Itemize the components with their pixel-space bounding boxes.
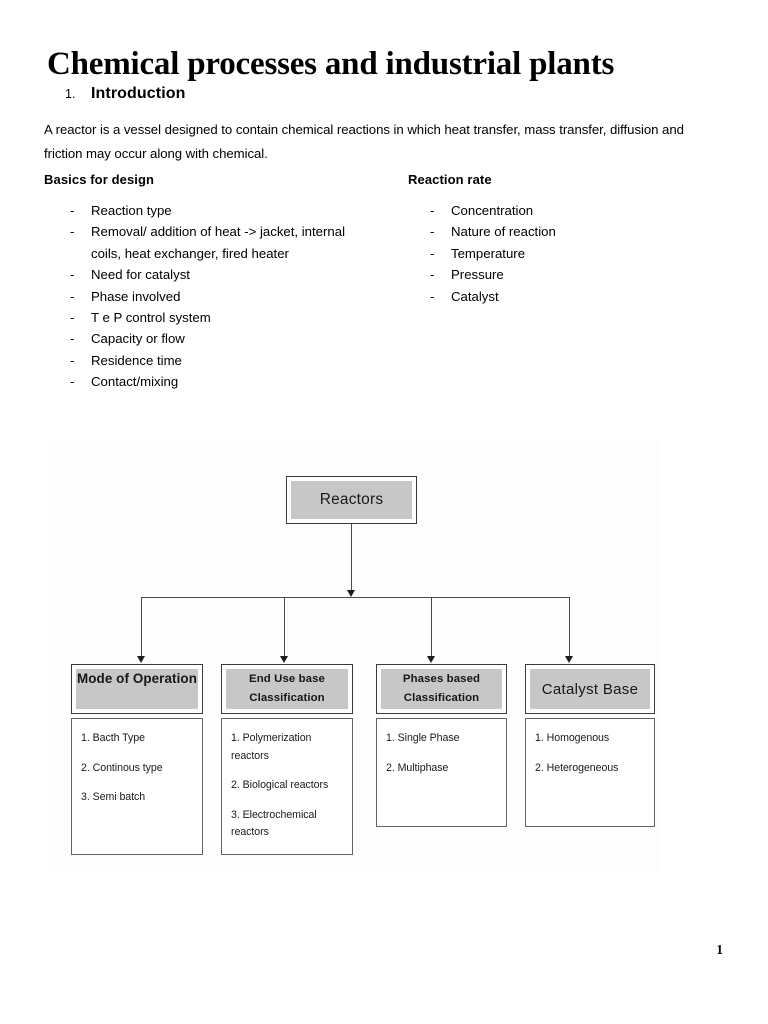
page-title: Chemical processes and industrial plants xyxy=(47,46,615,82)
diagram-node-phases-based: Phases based Classification xyxy=(376,664,507,714)
list-item: 3. Electrochemical reactors xyxy=(231,808,317,839)
list-item-label: Temperature xyxy=(451,245,526,261)
connector-drop-3 xyxy=(431,597,433,656)
list-item: 2. Multiphase xyxy=(386,761,449,774)
list-item: - Concentration xyxy=(430,200,720,221)
list-item: 2. Heterogeneous xyxy=(535,761,619,774)
diagram-list-end-use-base: 1. Polymerization reactors 2. Biological… xyxy=(221,718,353,855)
arrow-to-branch-3-icon xyxy=(427,656,435,663)
dash-bullet-icon: - xyxy=(70,374,75,390)
diagram-list-phases-based: 1. Single Phase 2. Multiphase xyxy=(376,718,507,827)
list-item-label: Contact/mixing xyxy=(91,374,179,390)
list-item-label: Residence time xyxy=(91,352,182,368)
basics-for-design-heading: Basics for design xyxy=(44,172,155,187)
diagram-node-reactors: Reactors xyxy=(286,476,417,524)
list-item-label: Phase involved xyxy=(91,288,181,304)
dash-bullet-icon: - xyxy=(70,267,75,283)
list-item: -Capacity or flow xyxy=(70,328,360,349)
diagram-node-mode-of-operation: Mode of Operation xyxy=(71,664,203,714)
section-number: 1. xyxy=(65,87,76,101)
list-item-label: Pressure xyxy=(451,267,504,283)
dash-bullet-icon: - xyxy=(430,288,435,304)
dash-bullet-icon: - xyxy=(70,288,75,304)
list-item: -Temperature xyxy=(430,243,720,264)
list-item-label: Need for catalyst xyxy=(91,267,190,283)
diagram-node-end-use-base-fill: End Use base Classification xyxy=(226,669,348,709)
list-item: 1. Homogenous xyxy=(535,732,610,744)
list-item-label: Reaction type xyxy=(91,203,172,218)
connector-root-stem xyxy=(351,524,353,590)
dash-bullet-icon: - xyxy=(430,203,435,218)
reaction-rate-heading: Reaction rate xyxy=(408,172,492,187)
list-item: -Need for catalyst xyxy=(70,264,360,285)
list-item-label: Capacity or flow xyxy=(91,331,185,347)
arrow-to-branch-1-icon xyxy=(137,656,145,663)
arrow-to-branch-2-icon xyxy=(280,656,288,663)
dash-bullet-icon: - xyxy=(70,224,75,240)
connector-bus xyxy=(141,597,570,599)
list-item: 1. Single Phase xyxy=(386,732,460,744)
intro-paragraph: A reactor is a vessel designed to contai… xyxy=(44,122,684,161)
list-item: 1. Bacth Type xyxy=(81,732,145,744)
list-item: 2. Continous type xyxy=(81,761,163,774)
list-item-label: Concentration xyxy=(451,203,534,218)
section-title: Introduction xyxy=(91,85,186,102)
diagram-node-catalyst-base-fill: Catalyst Base xyxy=(530,669,650,709)
diagram-node-reactors-fill: Reactors xyxy=(291,481,412,519)
diagram-node-end-use-base: End Use base Classification xyxy=(221,664,353,714)
diagram-list-mode-of-operation: 1. Bacth Type 2. Continous type 3. Semi … xyxy=(71,718,203,855)
list-item: -Removal/ addition of heat -> jacket, in… xyxy=(70,221,360,264)
list-item: -Nature of reaction xyxy=(430,221,720,242)
diagram-node-end-use-base-label-line1: End Use base xyxy=(249,673,325,685)
diagram-node-phases-based-fill: Phases based Classification xyxy=(381,669,502,709)
list-item: -Contact/mixing xyxy=(70,371,360,392)
page-number: 1 xyxy=(716,942,723,957)
connector-drop-4 xyxy=(569,597,571,656)
diagram-node-catalyst-base-label: Catalyst Base xyxy=(541,680,639,698)
reactor-classification-diagram: Reactors Mode of Operation 1. Bacth Type… xyxy=(47,440,660,873)
arrow-root-to-bus-icon xyxy=(347,590,355,597)
basics-for-design-list: -Reaction type -Removal/ addition of hea… xyxy=(70,200,360,393)
diagram-node-phases-based-label-line1: Phases based xyxy=(402,673,481,685)
list-item: 2. Biological reactors xyxy=(231,779,329,791)
dash-bullet-icon: - xyxy=(70,331,75,347)
list-item: - Reaction type xyxy=(70,200,360,221)
dash-bullet-icon: - xyxy=(70,310,75,326)
list-item-label: T e P control system xyxy=(91,310,211,326)
list-item: 1. Polymerization reactors xyxy=(231,732,312,762)
diagram-node-mode-of-operation-fill: Mode of Operation xyxy=(76,669,198,709)
connector-drop-1 xyxy=(141,597,143,656)
list-item-label: Catalyst xyxy=(451,288,499,304)
dash-bullet-icon: - xyxy=(70,352,75,368)
list-item: -T e P control system xyxy=(70,307,360,328)
diagram-node-phases-based-label-line2: Classification xyxy=(403,692,480,704)
dash-bullet-icon: - xyxy=(430,245,435,261)
diagram-list-catalyst-base: 1. Homogenous 2. Heterogeneous xyxy=(525,718,655,827)
dash-bullet-icon: - xyxy=(430,267,435,283)
diagram-node-mode-of-operation-label: Mode of Operation xyxy=(77,671,197,686)
list-item: 3. Semi batch xyxy=(81,791,146,803)
list-item-label: Removal/ addition of heat -> jacket, int… xyxy=(91,224,346,261)
list-item-label: Nature of reaction xyxy=(451,224,556,240)
list-item: -Residence time xyxy=(70,350,360,371)
diagram-node-end-use-base-label-line2: Classification xyxy=(249,692,325,704)
arrow-to-branch-4-icon xyxy=(565,656,573,663)
section-heading: 1. Introduction xyxy=(65,85,186,103)
connector-drop-2 xyxy=(284,597,286,656)
diagram-node-reactors-label: Reactors xyxy=(319,491,384,508)
list-item: -Pressure xyxy=(430,264,720,285)
dash-bullet-icon: - xyxy=(430,224,435,240)
diagram-node-catalyst-base: Catalyst Base xyxy=(525,664,655,714)
list-item: -Phase involved xyxy=(70,286,360,307)
reaction-rate-list: -Concentration -Nature of reaction -Temp… xyxy=(430,200,720,307)
dash-bullet-icon: - xyxy=(70,203,75,218)
list-item: -Catalyst xyxy=(430,286,720,307)
